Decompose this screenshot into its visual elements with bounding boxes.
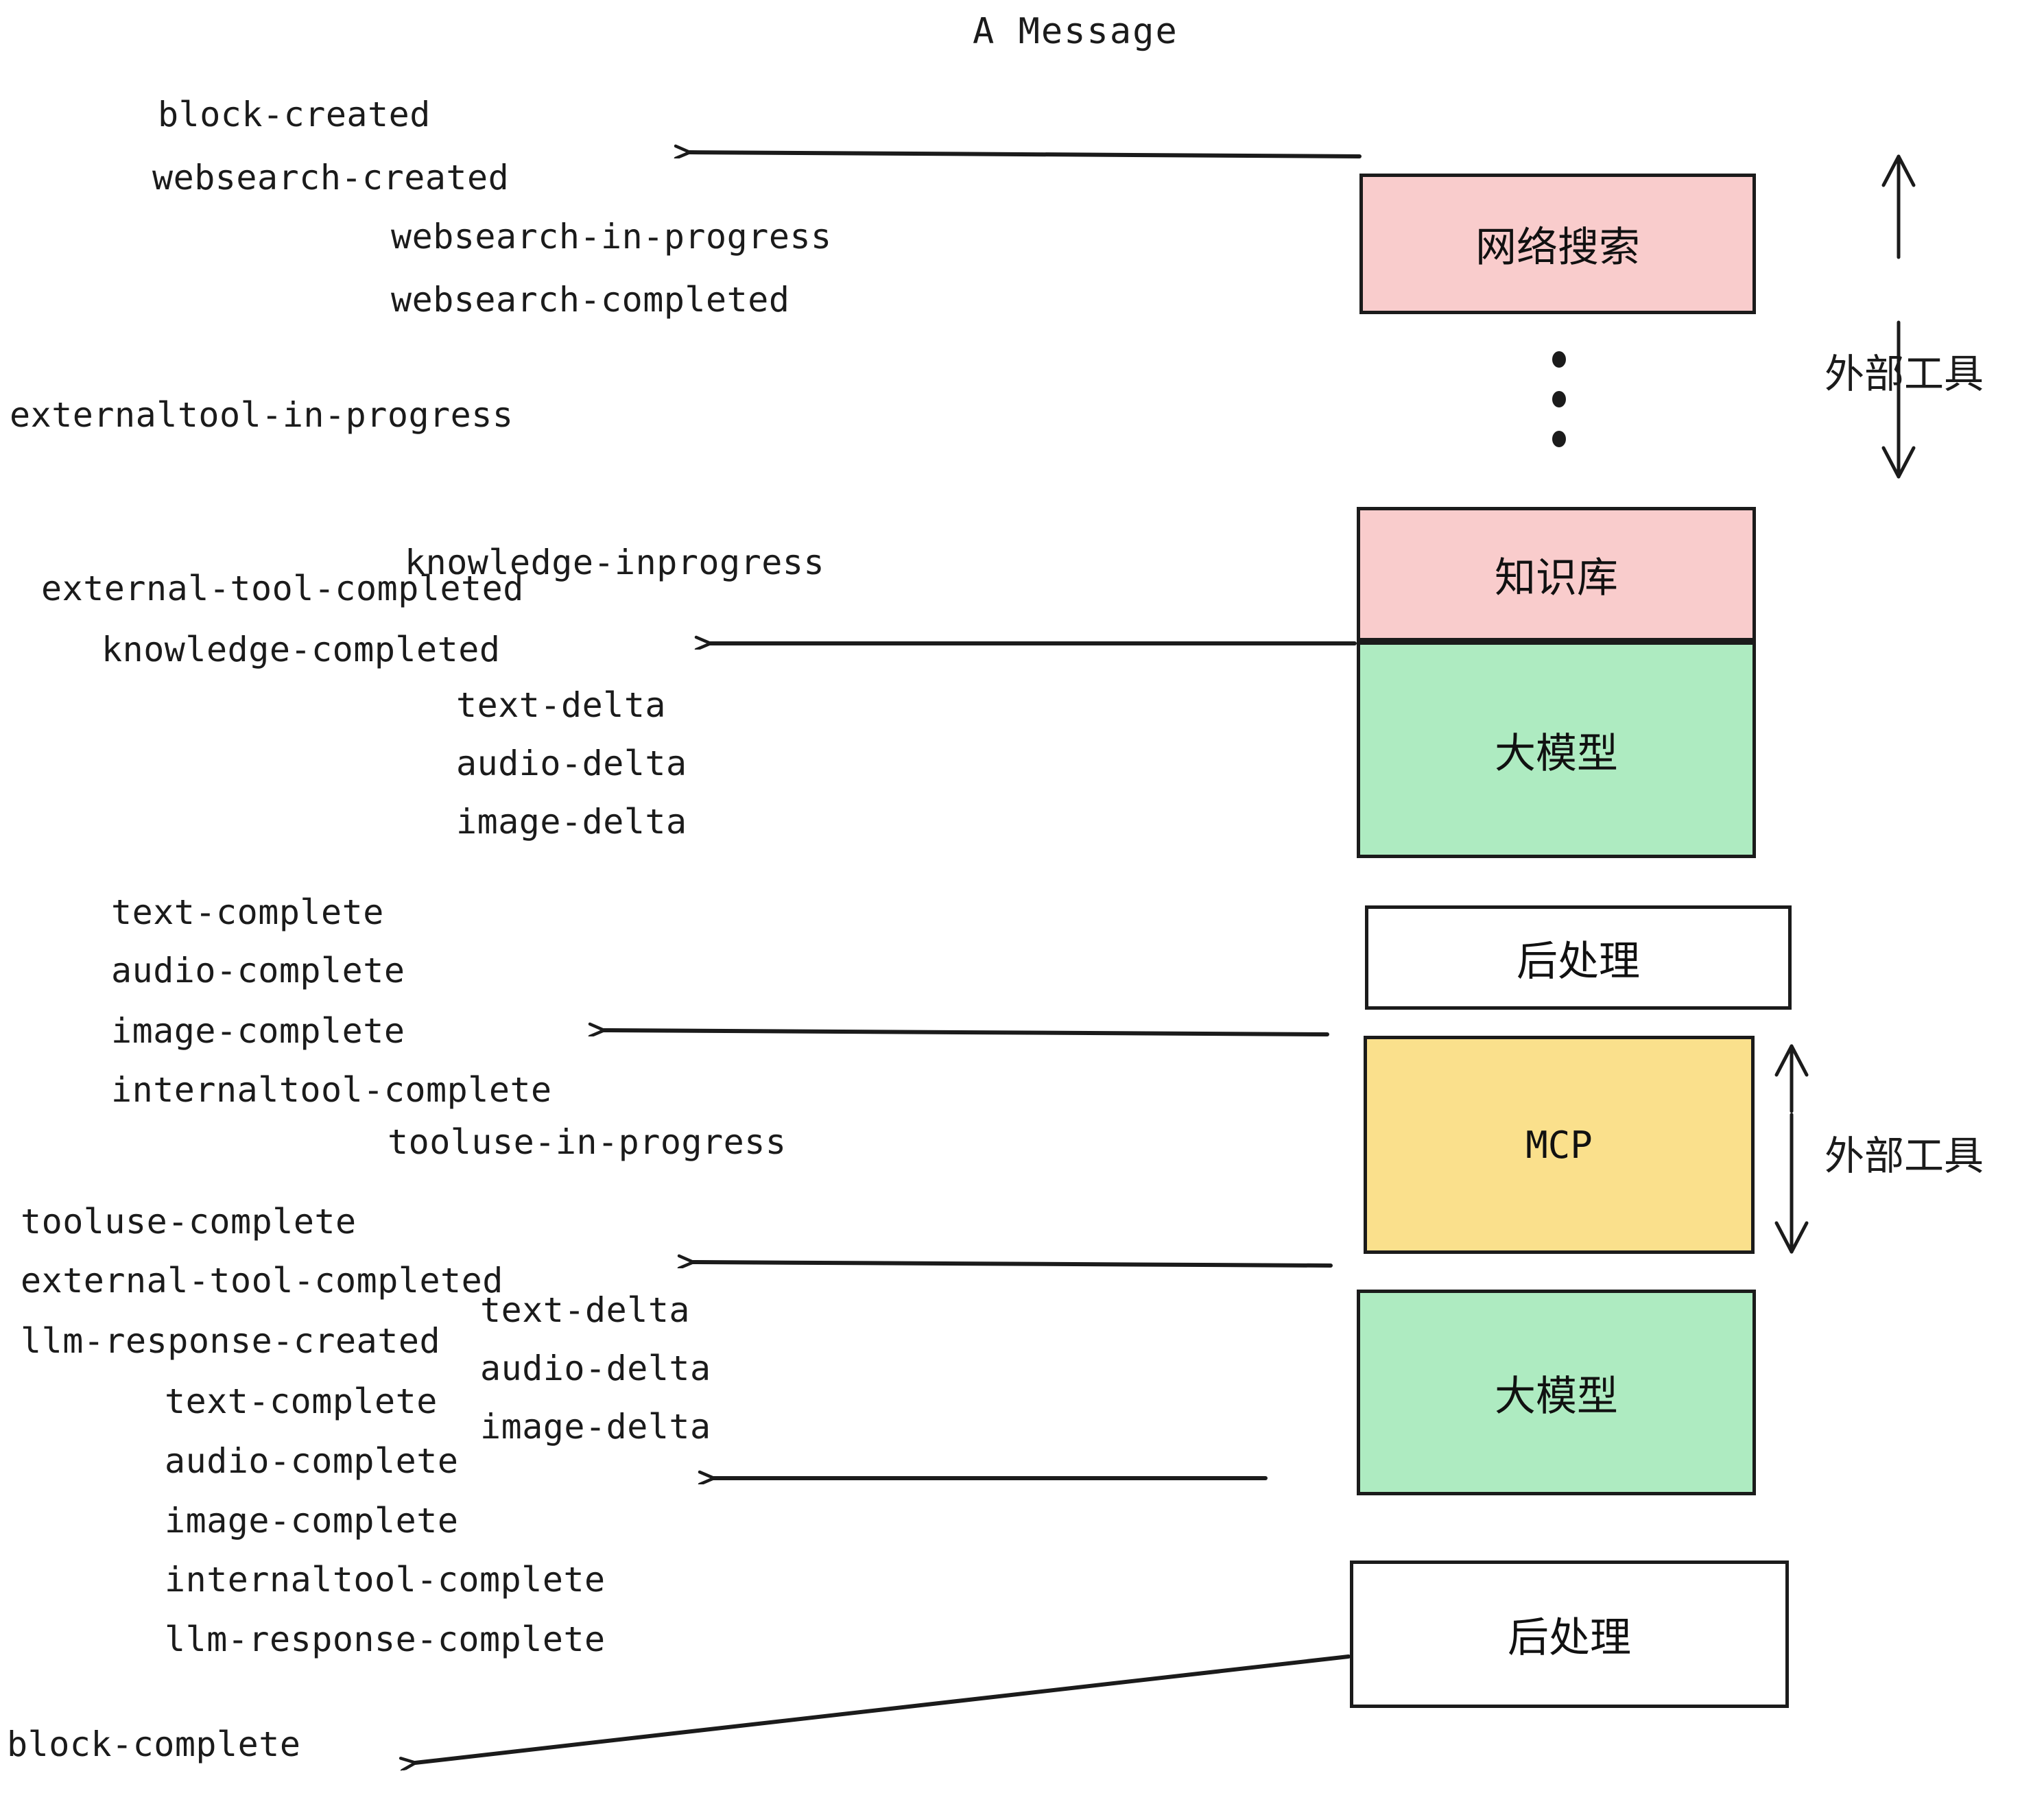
node-box-llm-2: 大模型 (1357, 1290, 1756, 1495)
external-tools-arrow-down-2 (1774, 1113, 1809, 1254)
event-label-image-delta-2: image-delta (480, 1407, 711, 1447)
external-tools-arrow-up-2 (1774, 1044, 1809, 1113)
event-label-audio-delta-1: audio-delta (456, 744, 687, 783)
event-label-knowledge-completed: knowledge-completed (102, 630, 501, 669)
node-box-label: 知识库 (1495, 554, 1618, 602)
arrow-block-created (689, 152, 1362, 156)
external-tools-arrow-up-1 (1881, 154, 1916, 259)
event-label-websearch-completed: websearch-completed (391, 280, 790, 320)
node-box-postprocess-2: 后处理 (1350, 1560, 1789, 1708)
event-label-text-delta-1: text-delta (456, 685, 667, 725)
event-label-external-tool-completed-2: external-tool-completed (21, 1261, 503, 1301)
event-label-tooluse-complete: tooluse-complete (21, 1202, 357, 1242)
arrow-image-complete (604, 1030, 1329, 1034)
event-label-text-delta-2: text-delta (480, 1290, 691, 1330)
event-label-externaltool-in-progress: externaltool-in-progress (10, 395, 514, 435)
group-label-external-tools-bottom: 外部工具 (1825, 1132, 1984, 1179)
event-label-image-complete-2: image-complete (165, 1501, 459, 1541)
ellipsis-dot-3 (1552, 431, 1566, 447)
node-box-knowledge: 知识库 (1357, 507, 1756, 641)
event-label-websearch-created: websearch-created (152, 158, 510, 198)
arrow-block-complete (415, 1654, 1351, 1763)
event-label-websearch-in-progress: websearch-in-progress (391, 217, 832, 257)
node-box-label: 后处理 (1508, 1614, 1631, 1662)
node-box-llm-1: 大模型 (1357, 641, 1756, 858)
event-label-block-created: block-created (158, 95, 431, 134)
node-box-postprocess-1: 后处理 (1365, 905, 1792, 1010)
arrow-tooluse-complete (693, 1262, 1333, 1266)
event-label-image-delta-1: image-delta (456, 802, 687, 842)
event-label-internaltool-complete-1: internaltool-complete (111, 1070, 552, 1110)
node-box-label: 网络搜索 (1475, 224, 1640, 272)
event-label-audio-complete-1: audio-complete (111, 951, 405, 990)
page-title: A Message (973, 11, 1178, 52)
node-box-websearch: 网络搜索 (1359, 174, 1756, 314)
event-label-llm-response-created: llm-response-created (21, 1321, 441, 1361)
event-label-image-complete-1: image-complete (111, 1011, 405, 1051)
ellipsis-dot-1 (1552, 351, 1566, 368)
ellipsis-dot-2 (1552, 391, 1566, 407)
node-box-label: 大模型 (1495, 1372, 1618, 1421)
event-label-block-complete: block-complete (7, 1724, 301, 1764)
node-box-label: 大模型 (1495, 729, 1618, 778)
event-label-text-complete-2: text-complete (165, 1381, 438, 1421)
event-label-knowledge-inprogress: knowledge-inprogress (405, 543, 825, 582)
event-label-external-tool-completed-1: external-tool-completed (41, 569, 524, 608)
node-box-label: MCP (1525, 1123, 1593, 1167)
node-box-mcp: MCP (1364, 1036, 1755, 1254)
event-label-audio-complete-2: audio-complete (165, 1441, 459, 1481)
event-label-text-complete-1: text-complete (111, 892, 384, 932)
event-label-tooluse-in-progress: tooluse-in-progress (388, 1122, 787, 1162)
event-label-audio-delta-2: audio-delta (480, 1349, 711, 1388)
event-label-internaltool-complete-2: internaltool-complete (165, 1560, 606, 1600)
node-box-label: 后处理 (1517, 937, 1640, 986)
group-label-external-tools-top: 外部工具 (1825, 351, 1984, 397)
event-label-llm-response-complete: llm-response-complete (165, 1619, 606, 1659)
